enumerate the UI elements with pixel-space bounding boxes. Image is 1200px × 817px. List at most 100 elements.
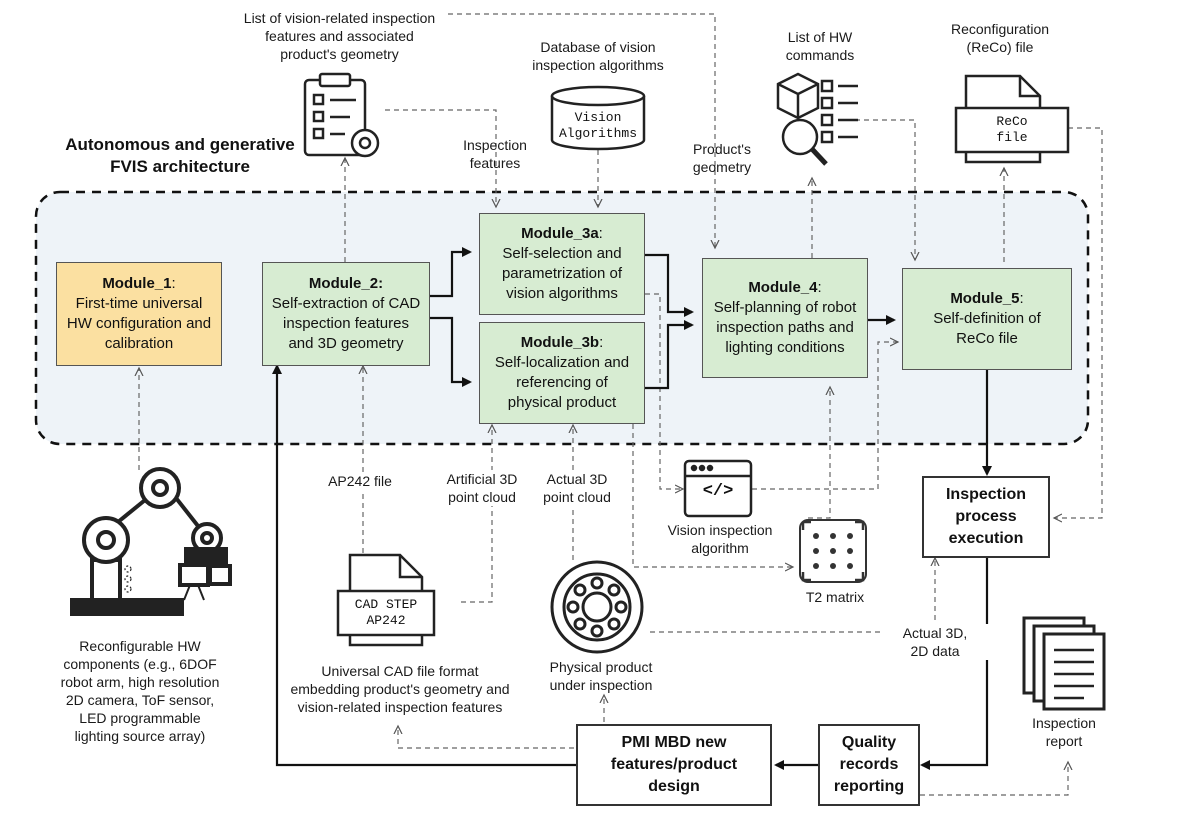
module-4: Module_4: Self-planning of robot inspect… [702,258,868,378]
module-2-line: inspection features [283,315,409,332]
label-line: robot arm, high resolution [60,674,220,690]
label-line: under inspection [549,677,653,693]
label-line: T2 matrix [805,589,865,605]
reco-file-line: file [996,130,1028,145]
label-line: LED programmable [79,710,201,726]
label-line: Actual 3D, [902,625,968,641]
vision-algorithms-line: Algorithms [558,126,637,141]
vision-algorithms-icon-text: Vision Algorithms [552,110,644,142]
label-line: report [1045,733,1083,749]
bearing-icon [550,560,644,654]
label-ap242-file: AP242 file [310,472,410,490]
pmi-mbd-box: PMI MBD new features/product design [576,724,772,806]
label-line: Database of vision [540,39,656,55]
label-products-geometry: Product's geometry [672,140,772,176]
label-line: product's geometry [280,46,399,62]
quality-line: records [839,756,899,773]
quality-line: Quality [841,734,897,751]
label-reco-title: Reconfiguration (ReCo) file [930,20,1070,56]
label-physical-product: Physical product under inspection [536,658,666,694]
module-1-line: calibration [104,335,174,352]
label-cad-format: Universal CAD file format embedding prod… [270,662,530,716]
t2-matrix-icon [799,519,867,583]
label-line: 2D data [910,643,960,659]
label-line: features and associated [265,28,414,44]
module-3b: Module_3b: Self-localization and referen… [479,322,645,424]
reco-file-icon-text: ReCo file [956,114,1068,146]
module-5-suffix: : [1019,290,1024,307]
module-3a-name: Module_3a [521,225,599,242]
module-1: Module_1: First-time universal HW config… [56,262,222,366]
label-line: Reconfiguration [950,21,1050,37]
label-database: Database of vision inspection algorithms [518,38,678,74]
module-5-line: Self-definition of [933,310,1041,327]
label-line: Actual 3D [546,471,608,487]
quality-records-box: Quality records reporting [818,724,920,806]
module-1-name: Module_1 [102,275,172,292]
module-3a-line: parametrization of [501,265,623,282]
label-line: AP242 file [328,473,392,489]
reco-file-line: ReCo [996,114,1028,129]
cad-file-icon [336,553,436,647]
module-3a-suffix: : [598,225,603,242]
label-inspection-features: Inspection features [440,136,550,172]
label-inspection-report: Inspection report [1014,714,1114,750]
label-line: (ReCo) file [966,39,1034,55]
module-4-name: Module_4 [748,279,818,296]
label-artificial-cloud: Artificial 3D point cloud [432,470,532,506]
label-t2-matrix: T2 matrix [790,588,880,606]
module-5: Module_5: Self-definition of ReCo file [902,268,1072,370]
label-line: components (e.g., 6DOF [63,656,217,672]
label-actual-data: Actual 3D, 2D data [880,624,990,660]
module-4-line: Self-planning of robot [713,299,857,316]
module-1-line: First-time universal [75,295,203,312]
module-5-name: Module_5 [950,290,1020,307]
execution-line: Inspection [945,486,1026,503]
label-line: List of vision-related inspection [243,10,436,26]
module-3a-line: Self-selection and [502,245,622,262]
module-3b-line: referencing of [516,374,608,391]
label-hw-components: Reconfigurable HW components (e.g., 6DOF… [40,637,240,745]
architecture-title-line: FVIS architecture [110,157,250,176]
label-line: commands [785,47,855,63]
label-actual-cloud: Actual 3D point cloud [532,470,622,506]
label-line: geometry [692,159,752,175]
label-vision-list: List of vision-related inspection featur… [212,9,467,63]
label-line: features [469,155,521,171]
checklist-gear-icon [303,72,380,158]
label-vision-algorithm: Vision inspection algorithm [650,521,790,557]
label-line: point cloud [543,489,611,505]
database-icon [550,85,646,151]
module-4-suffix: : [817,279,822,296]
module-3b-suffix: : [599,334,604,351]
label-line: lighting source array) [74,728,206,744]
label-line: List of HW [787,29,853,45]
module-5-line: ReCo file [956,330,1018,347]
module-4-line: lighting conditions [725,339,845,356]
label-line: Inspection [1032,715,1096,731]
architecture-title-line: Autonomous and generative [65,135,295,154]
module-3b-name: Module_3b [520,334,600,351]
pmi-line: PMI MBD new [621,734,727,751]
pmi-line: features/product [610,756,738,773]
module-3b-line: physical product [507,394,617,411]
label-line: Reconfigurable HW [79,638,201,654]
label-line: Product's [693,141,751,157]
robot-arm-icon [70,467,232,616]
module-1-suffix: : [171,275,176,292]
cad-step-line: AP242 [366,613,406,628]
module-3a-line: vision algorithms [506,285,618,302]
module-4-line: inspection paths and [716,319,854,336]
pmi-line: design [648,778,700,795]
module-2-line: Self-extraction of CAD [271,295,421,312]
label-line: Physical product [549,659,653,675]
label-line: Inspection [463,137,527,153]
hw-commands-icon [776,72,858,166]
cad-step-line: CAD STEP [354,597,418,612]
module-2: Module_2: Self-extraction of CAD inspect… [262,262,430,366]
architecture-container [34,190,1090,446]
label-line: Universal CAD file format [321,663,479,679]
reco-file-icon [954,74,1070,164]
label-line: point cloud [448,489,516,505]
